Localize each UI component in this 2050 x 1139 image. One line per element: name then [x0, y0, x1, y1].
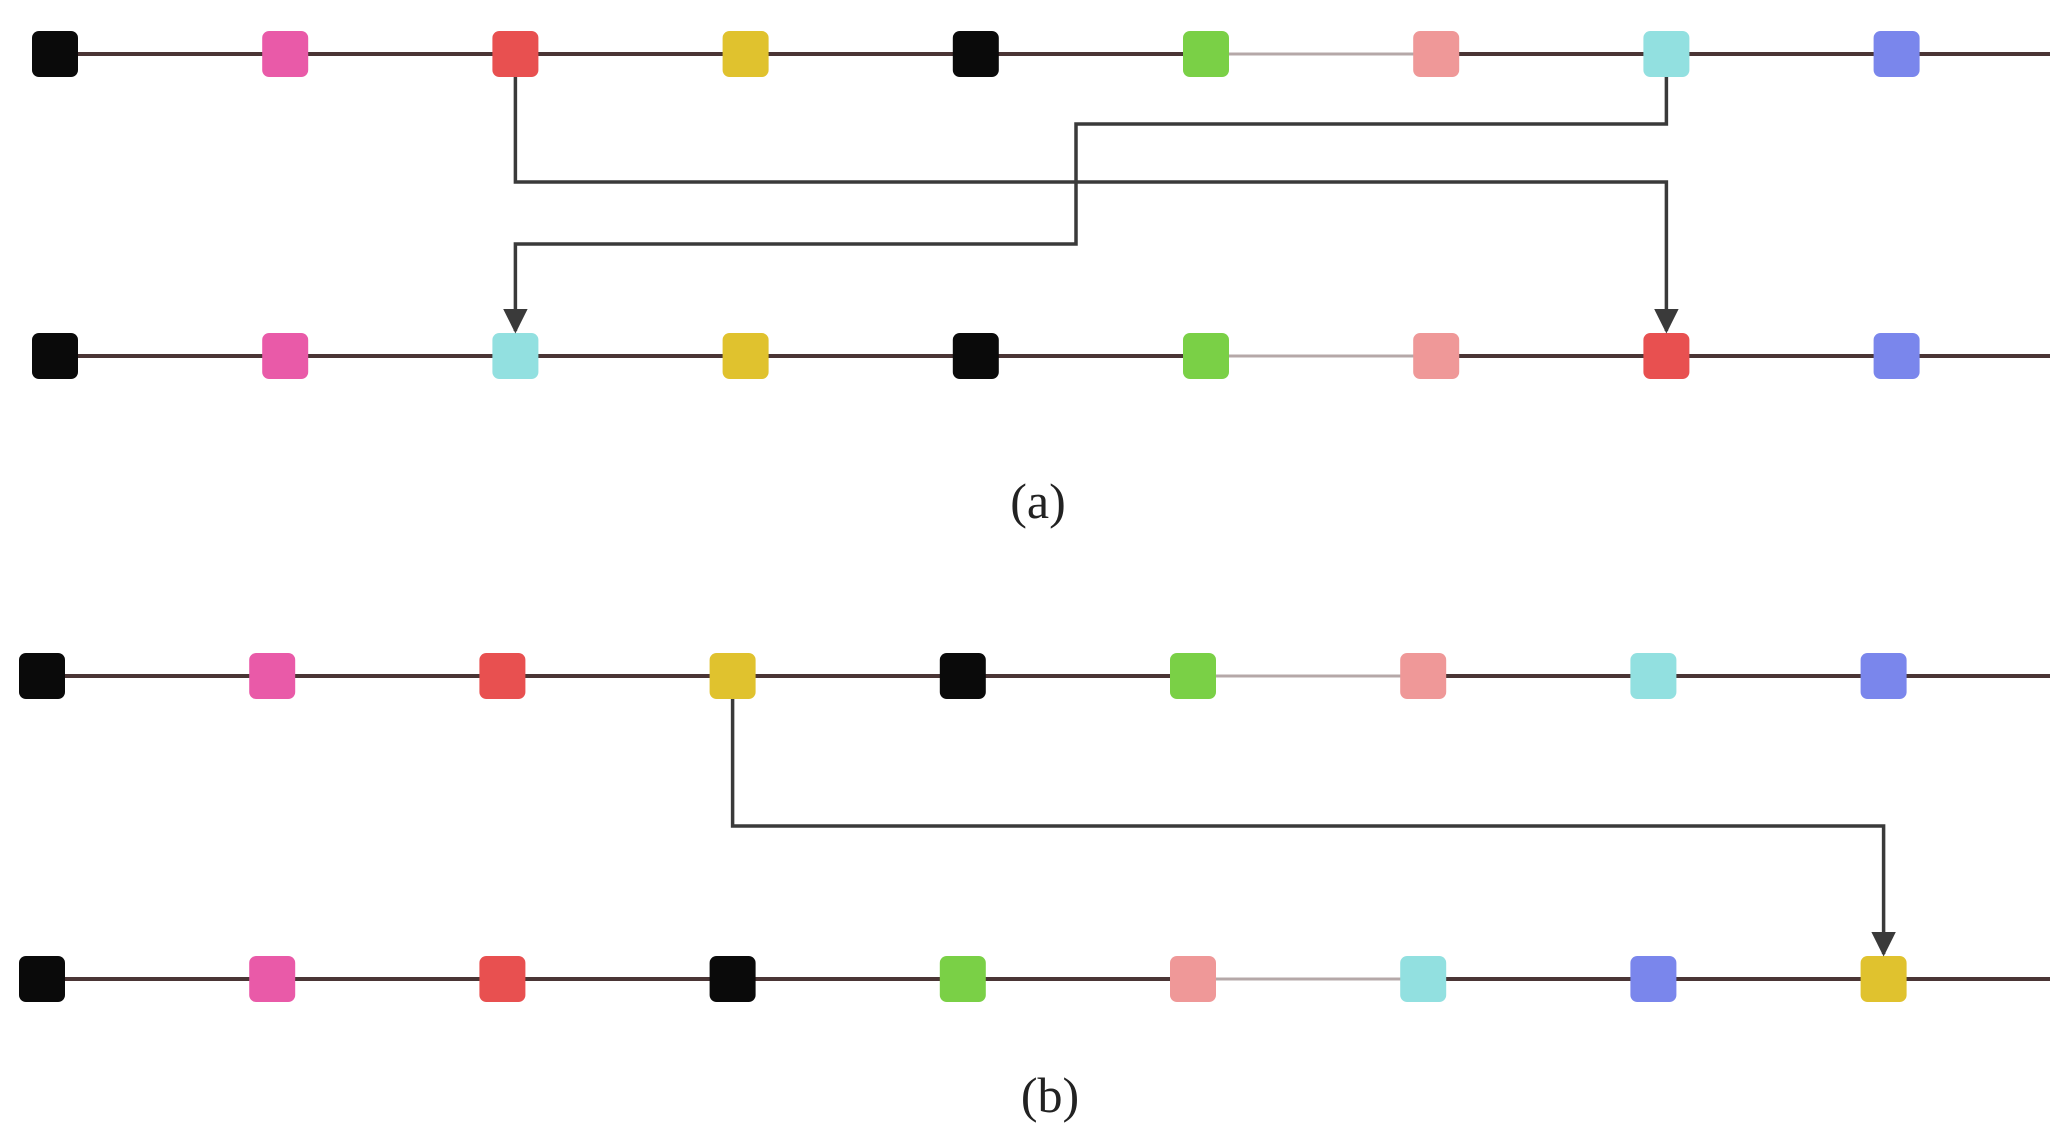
depot-node-black — [952, 333, 999, 379]
route-row-b-top — [19, 653, 2050, 699]
customer-node-blue — [1873, 333, 1920, 379]
customer-node-pink — [262, 333, 309, 379]
customer-node-pink — [249, 653, 296, 699]
customer-node-cyan — [1400, 956, 1447, 1002]
depot-node-black — [19, 653, 65, 699]
panel-a-caption: (a) — [1010, 473, 1066, 529]
customer-node-green — [1170, 653, 1216, 699]
depot-node-black — [19, 956, 65, 1002]
depot-node-black — [32, 333, 78, 379]
customer-node-green — [1183, 31, 1229, 77]
customer-node-green — [1183, 333, 1229, 379]
customer-node-salmon — [1170, 956, 1216, 1002]
move-arrow-red — [513, 77, 1679, 334]
depot-node-black — [939, 653, 986, 699]
customer-node-yellow — [709, 653, 756, 699]
customer-node-red — [1643, 333, 1690, 379]
customer-node-salmon — [1413, 31, 1460, 77]
customer-node-cyan — [1643, 31, 1690, 77]
customer-node-salmon — [1400, 653, 1447, 699]
route-row-a-bottom — [32, 333, 2050, 379]
customer-node-red — [479, 653, 526, 699]
customer-node-blue — [1860, 653, 1907, 699]
customer-node-yellow — [722, 31, 769, 77]
customer-node-blue — [1630, 956, 1677, 1002]
move-arrows-a — [503, 77, 1679, 334]
customer-node-pink — [262, 31, 309, 77]
depot-node-black — [952, 31, 999, 77]
move-arrow-yellow — [730, 699, 1896, 957]
customer-node-red — [492, 31, 539, 77]
customer-node-blue — [1873, 31, 1920, 77]
panel-a: (a) — [32, 31, 2050, 529]
depot-node-black — [709, 956, 756, 1002]
panel-b-caption: (b) — [1021, 1067, 1079, 1123]
customer-node-yellow — [1860, 956, 1907, 1002]
move-arrows-b — [730, 699, 1896, 957]
customer-node-cyan — [492, 333, 539, 379]
route-row-b-bottom — [19, 956, 2050, 1002]
customer-node-salmon — [1413, 333, 1460, 379]
customer-node-cyan — [1630, 653, 1677, 699]
customer-node-pink — [249, 956, 296, 1002]
customer-node-green — [939, 956, 986, 1002]
move-arrow-cyan — [503, 77, 1669, 334]
depot-node-black — [32, 31, 78, 77]
panel-b: (b) — [19, 653, 2050, 1123]
customer-node-red — [479, 956, 526, 1002]
customer-node-yellow — [722, 333, 769, 379]
route-row-a-top — [32, 31, 2050, 77]
